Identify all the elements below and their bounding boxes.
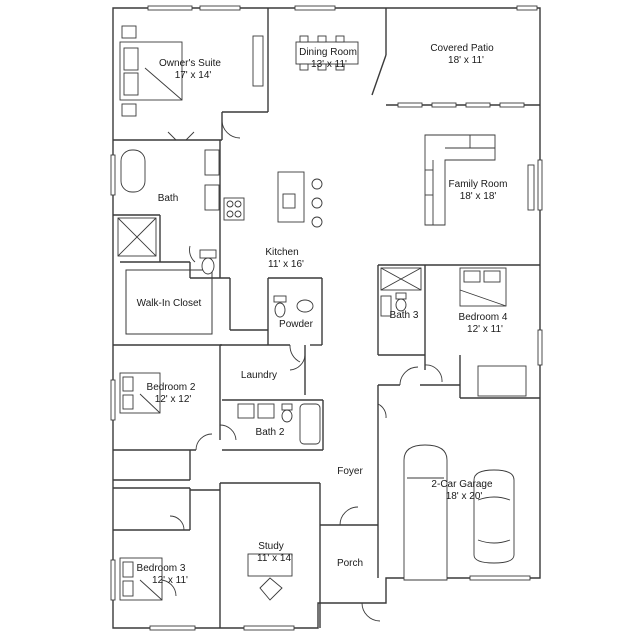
bathtub xyxy=(120,149,146,193)
window xyxy=(243,625,295,631)
door xyxy=(377,403,387,419)
room-labels: Owner's Suite 17' x 14' Dining Room 13' … xyxy=(137,43,508,586)
door xyxy=(219,424,237,441)
window xyxy=(199,5,241,11)
bath-2-label: Bath 2 xyxy=(256,427,285,438)
study-desk xyxy=(247,553,293,577)
bath-2-toilet xyxy=(281,403,293,423)
door xyxy=(361,602,381,622)
bar-stool xyxy=(311,178,323,190)
bedroom-3-bed xyxy=(119,557,163,601)
garage-label: 2-Car Garage xyxy=(431,479,493,490)
sectional-sofa xyxy=(424,134,496,226)
shower xyxy=(117,217,157,257)
covered-patio-label: Covered Patio xyxy=(430,43,494,54)
door xyxy=(339,506,359,526)
door xyxy=(169,515,185,531)
kitchen-dims: 11' x 16' xyxy=(268,259,304,270)
window xyxy=(110,154,116,196)
door xyxy=(189,245,196,263)
bedroom-3-label: Bedroom 3 xyxy=(137,563,186,574)
door xyxy=(289,344,301,363)
bath-label: Bath xyxy=(158,193,179,204)
washer xyxy=(237,403,255,419)
bath-3-toilet xyxy=(395,292,407,312)
bath-2-tub xyxy=(299,403,321,445)
window xyxy=(110,559,116,601)
study-label: Study xyxy=(258,541,284,552)
door xyxy=(167,131,195,141)
bath-3-label: Bath 3 xyxy=(390,310,419,321)
window xyxy=(499,102,525,108)
porch-label: Porch xyxy=(337,558,363,569)
window xyxy=(294,5,336,11)
powder-sink xyxy=(296,299,314,313)
interior-walls xyxy=(113,8,540,628)
covered-patio-dims: 18' x 11' xyxy=(448,55,484,66)
door xyxy=(399,366,419,386)
bar-stool xyxy=(311,216,323,228)
bedroom-2-bed xyxy=(119,372,161,414)
study-chair xyxy=(259,577,283,601)
window xyxy=(537,329,543,366)
window xyxy=(397,102,423,108)
window xyxy=(537,159,543,211)
bath-3-shower xyxy=(380,267,422,291)
dryer xyxy=(257,403,275,419)
bedroom-2-dims: 12' x 12' xyxy=(155,394,192,405)
bedroom-4-dims: 12' x 11' xyxy=(467,324,503,335)
bedroom-3-dims: 12' x 11' xyxy=(152,575,188,586)
dining-room-dims: 13' x 11' xyxy=(311,59,347,70)
door xyxy=(289,354,306,371)
closet xyxy=(477,365,527,397)
owners-dresser xyxy=(252,35,264,87)
window xyxy=(147,5,193,11)
bar-stool xyxy=(311,197,323,209)
toilet xyxy=(199,249,217,275)
window xyxy=(516,5,538,11)
walk-in-closet-label: Walk-In Closet xyxy=(137,298,202,309)
foyer-label: Foyer xyxy=(337,466,363,477)
bedroom-4-bed xyxy=(459,267,507,307)
cooktop xyxy=(223,197,245,221)
tv-console xyxy=(527,164,535,211)
fixtures xyxy=(117,25,535,601)
family-room-label: Family Room xyxy=(449,179,508,190)
bath-3-vanity xyxy=(380,295,392,317)
window xyxy=(469,575,531,581)
vanity xyxy=(204,149,220,176)
owners-suite-label: Owner's Suite xyxy=(159,58,221,69)
door xyxy=(221,119,241,139)
garage-dims: 18' x 20' xyxy=(446,491,483,502)
window xyxy=(465,102,491,108)
car-icon xyxy=(473,469,515,564)
door xyxy=(424,364,443,383)
family-room-dims: 18' x 18' xyxy=(460,191,497,202)
owners-bed xyxy=(119,25,183,117)
bedroom-2-label: Bedroom 2 xyxy=(147,382,196,393)
kitchen-label: Kitchen xyxy=(265,247,298,258)
owners-suite-dims: 17' x 14' xyxy=(175,70,212,81)
door xyxy=(195,433,213,451)
powder-toilet xyxy=(273,295,287,318)
island-sink xyxy=(282,193,296,209)
dining-room-label: Dining Room xyxy=(299,47,357,58)
window xyxy=(431,102,457,108)
window xyxy=(110,379,116,421)
windows xyxy=(110,5,543,631)
study-dims: 11' x 14' xyxy=(257,553,293,564)
doors xyxy=(159,119,443,622)
bedroom-4-label: Bedroom 4 xyxy=(459,312,508,323)
laundry-label: Laundry xyxy=(241,370,277,381)
vanity xyxy=(204,184,220,211)
powder-label: Powder xyxy=(279,319,314,330)
dining-table xyxy=(295,35,359,71)
car-icon xyxy=(403,444,448,581)
window xyxy=(149,625,196,631)
